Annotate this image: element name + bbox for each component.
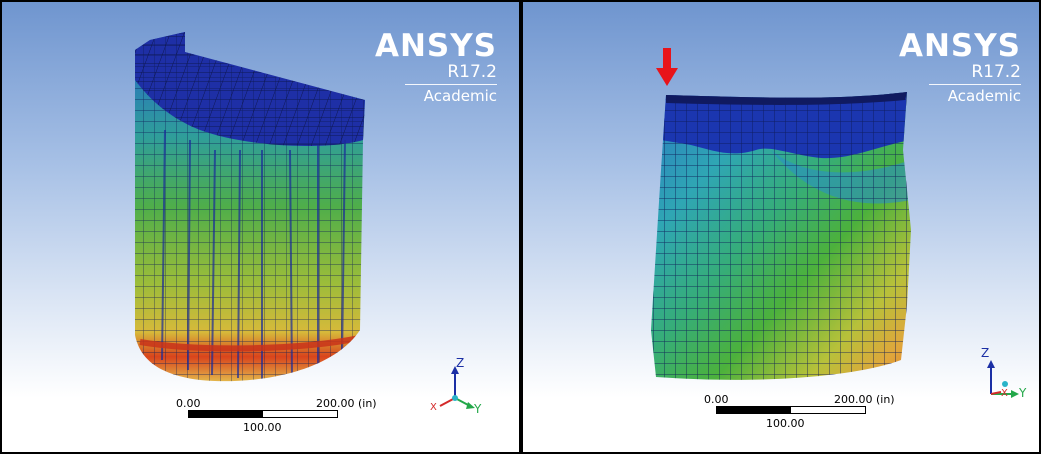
scale-min-label: 0.00: [176, 397, 201, 410]
scale-mid-label: 100.00: [766, 417, 805, 430]
brand-edition: Academic: [423, 87, 497, 105]
axis-x-label: X: [1001, 388, 1008, 399]
scale-ruler: [188, 410, 338, 418]
brand-name: ANSYS: [898, 28, 1021, 64]
axis-y-label: Y: [474, 402, 482, 416]
ansys-logo: ANSYS R17.2 Academic: [899, 30, 1021, 105]
coordinate-triad-icon[interactable]: Z Y X: [979, 346, 1029, 408]
mesh-model-right[interactable]: [521, 0, 1041, 454]
scale-bar: 0.00 200.00 (in) 100.00: [704, 393, 895, 433]
brand-divider: [929, 84, 1021, 85]
down-arrow-icon: [656, 48, 678, 86]
scale-bar: 0.00 200.00 (in) 100.00: [176, 397, 377, 437]
brand-divider: [405, 84, 497, 85]
scale-max-label: 200.00 (in): [834, 393, 895, 406]
axis-z-label: Z: [456, 356, 465, 370]
viewport-left[interactable]: ANSYS R17.2 Academic 0.00 200.00 (in) 10…: [0, 0, 521, 454]
scale-max-label: 200.00 (in): [316, 397, 377, 410]
scale-mid-label: 100.00: [243, 421, 282, 434]
ansys-logo: ANSYS R17.2 Academic: [375, 30, 497, 105]
brand-name: ANSYS: [374, 28, 497, 64]
axis-y-label: Y: [1019, 386, 1027, 400]
brand-version: R17.2: [971, 62, 1021, 82]
scale-ruler: [716, 406, 866, 414]
brand-version: R17.2: [447, 62, 497, 82]
axis-z-label: Z: [981, 346, 990, 360]
mesh-model-left[interactable]: [0, 0, 521, 454]
viewport-right[interactable]: ANSYS R17.2 Academic 0.00 200.00 (in) 10…: [521, 0, 1041, 454]
brand-edition: Academic: [947, 87, 1021, 105]
scale-min-label: 0.00: [704, 393, 729, 406]
coordinate-triad-icon[interactable]: Z Y X: [430, 356, 482, 418]
axis-x-label: X: [430, 402, 437, 413]
